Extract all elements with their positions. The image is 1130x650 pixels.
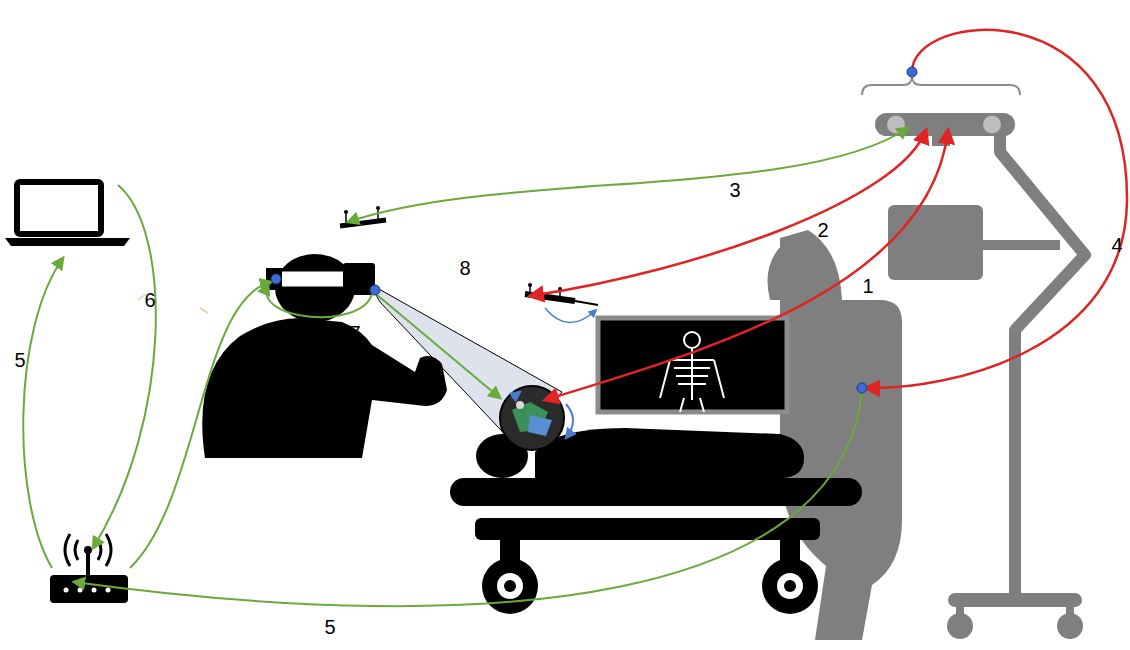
camera-stand-part — [862, 76, 1020, 95]
wireless-link-part — [348, 128, 908, 222]
operating-bed-part — [762, 558, 818, 614]
laptop-part — [5, 238, 130, 246]
tracking-link-part — [866, 30, 1127, 388]
laptop-part — [17, 182, 101, 234]
wireless-router-part — [78, 588, 83, 593]
operating-bed-part — [475, 518, 820, 540]
ar-projection-part — [566, 404, 573, 438]
reference-point-part — [271, 274, 281, 284]
callout-number: 5 — [324, 617, 335, 637]
surgeon-part — [270, 270, 355, 288]
surgeon-part — [344, 210, 348, 214]
xray-monitor-part — [660, 348, 724, 412]
wireless-link-part — [74, 392, 862, 606]
camera-stand-part — [955, 593, 1075, 607]
tracking-link-part — [545, 130, 948, 400]
surgeon-part — [340, 220, 386, 226]
wireless-router-part — [64, 588, 69, 593]
ar-projection-part — [500, 386, 564, 450]
operating-bed-part — [784, 580, 796, 592]
camera-stand-part — [983, 240, 1060, 250]
patient-part — [535, 428, 804, 478]
wireless-router-part — [86, 552, 90, 575]
ar-projection-part — [516, 401, 524, 409]
wireless-link-part — [376, 294, 500, 398]
wireless-link-part — [93, 185, 156, 548]
c-arm — [768, 230, 903, 640]
c-arm-part — [768, 238, 807, 300]
legend-stroke-part — [200, 308, 208, 313]
tracked-tool — [525, 283, 598, 323]
camera-stand-part — [1000, 136, 1085, 598]
operating-bed-part — [777, 573, 803, 599]
operating-bed-part — [497, 573, 523, 599]
laptop — [5, 182, 130, 246]
operating-bed-part — [482, 558, 538, 614]
callout-number: 3 — [729, 180, 740, 200]
surgeon — [202, 206, 447, 458]
tracking-link-part — [530, 130, 926, 296]
camera-stand-part — [888, 205, 983, 280]
camera-stand-part — [1057, 613, 1083, 639]
tracked-tool-part — [528, 283, 532, 287]
xray-monitor-part — [684, 332, 700, 348]
reference-point-part — [370, 285, 380, 295]
wireless-router-part — [92, 588, 97, 593]
wireless-router-part — [65, 534, 111, 566]
wireless-link-part — [130, 282, 271, 568]
tracked-tool-part — [575, 301, 598, 305]
reference-point-part — [857, 383, 867, 393]
reference-point-part — [907, 67, 917, 77]
callout-number: 5 — [14, 350, 25, 370]
wireless-link-part — [266, 284, 372, 317]
callout-number: 7 — [349, 323, 360, 343]
xray-monitor — [598, 318, 787, 412]
wireless-router-part — [84, 546, 92, 554]
surgeon-part — [376, 206, 380, 210]
camera-stand-part — [960, 600, 1070, 615]
wireless-router-part — [50, 575, 128, 603]
tracked-tool-part — [545, 308, 596, 323]
xray-monitor-part — [598, 318, 787, 412]
camera-stand-part — [983, 116, 1001, 134]
operating-bed — [450, 478, 862, 614]
ar-projection-part — [512, 392, 520, 398]
camera-stand-part — [947, 613, 973, 639]
callout-number: 6 — [144, 290, 155, 310]
surgeon-part — [266, 268, 282, 290]
surgeon-part — [202, 318, 447, 458]
camera-stand-part — [875, 113, 1015, 136]
wireless-link — [23, 128, 908, 606]
callout-number: 4 — [1111, 235, 1122, 255]
operating-bed-part — [450, 478, 862, 506]
wireless-link-part — [23, 258, 63, 568]
wireless-router — [50, 534, 128, 603]
operating-bed-part — [504, 580, 516, 592]
tracking-link — [530, 30, 1127, 400]
reference-point — [271, 67, 917, 393]
wireless-router-part — [106, 588, 111, 593]
callout-number: 2 — [817, 220, 828, 240]
callout-number: 8 — [459, 258, 470, 278]
callout-number: 1 — [862, 276, 873, 296]
ar-projection-part — [528, 415, 552, 436]
